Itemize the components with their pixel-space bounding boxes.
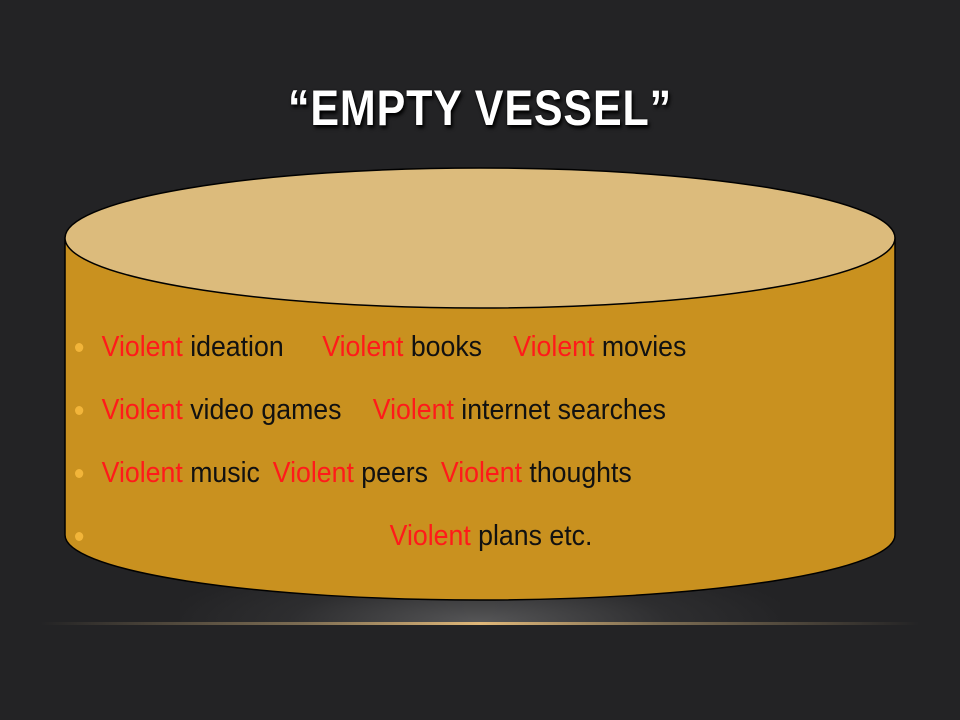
bullet-icon — [75, 343, 84, 352]
keyword-violent: Violent — [513, 331, 595, 363]
bullet-text: movies — [594, 331, 687, 363]
bullet-text: ideation — [182, 331, 284, 363]
bullet-icon — [75, 406, 84, 415]
keyword-violent: Violent — [101, 331, 183, 363]
slide-title: “EMPTY VESSEL” — [287, 80, 673, 136]
cylinder-top — [64, 167, 896, 309]
keyword-violent: Violent — [101, 457, 183, 489]
keyword-violent: Violent — [389, 520, 471, 552]
keyword-violent: Violent — [440, 457, 523, 489]
bullet-text: books — [403, 331, 483, 363]
bullet-text: peers — [353, 457, 429, 489]
bullet-icon — [75, 469, 84, 478]
keyword-violent: Violent — [372, 394, 454, 426]
bullet-text: plans etc. — [470, 520, 593, 552]
bullet-text: thoughts — [522, 457, 632, 489]
floor-glow-line — [40, 622, 920, 625]
keyword-violent: Violent — [101, 394, 183, 426]
bullet-text: internet searches — [453, 394, 666, 426]
bullet-text: music — [182, 457, 260, 489]
keyword-violent: Violent — [322, 331, 404, 363]
cylinder-side — [64, 237, 896, 601]
bullet-text: video games — [182, 394, 342, 426]
bullet-icon — [75, 532, 84, 541]
keyword-violent: Violent — [272, 457, 354, 489]
bullet-item-4: Violent plans etc. — [75, 505, 774, 568]
